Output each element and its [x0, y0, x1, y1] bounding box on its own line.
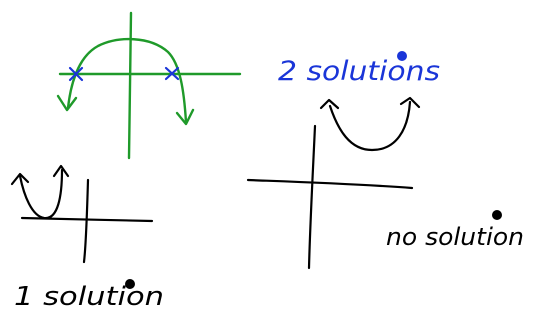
y-axis-line [127, 11, 133, 160]
no-solution-axes [246, 124, 414, 270]
left-arrowhead-icon [56, 94, 78, 112]
two-root-parabola-sketch [56, 11, 242, 160]
one-solution-label: 1 solution [14, 282, 164, 312]
one-root-right-arrowhead-icon [52, 164, 70, 178]
two-solutions-label: 2 solutions [278, 56, 440, 87]
no-solution-dot-icon [492, 210, 502, 220]
upward-left-arrowhead-icon [319, 98, 340, 110]
one-root-left-arrowhead-icon [10, 172, 30, 186]
upward-right-arrowhead-icon [399, 96, 421, 109]
right-arrowhead-icon [175, 108, 195, 126]
left-root-x-mark-icon [68, 66, 84, 82]
root-x-marks [68, 66, 180, 82]
one-root-parabola [18, 168, 64, 220]
one-root-x-axis [20, 216, 154, 223]
parabola-curve [66, 37, 188, 124]
one-root-y-axis [82, 178, 90, 264]
no-solution-x-axis [246, 178, 414, 190]
upward-parabola-sketch [319, 96, 421, 152]
no-solution-y-axis [307, 124, 317, 270]
one-solution-dot-icon [125, 279, 135, 289]
one-root-sketch [10, 164, 154, 264]
upward-parabola-curve [328, 100, 412, 152]
two-solutions-dot-icon [397, 51, 407, 61]
right-root-x-mark-icon [164, 66, 180, 81]
no-solution-label: no solution [386, 223, 524, 251]
